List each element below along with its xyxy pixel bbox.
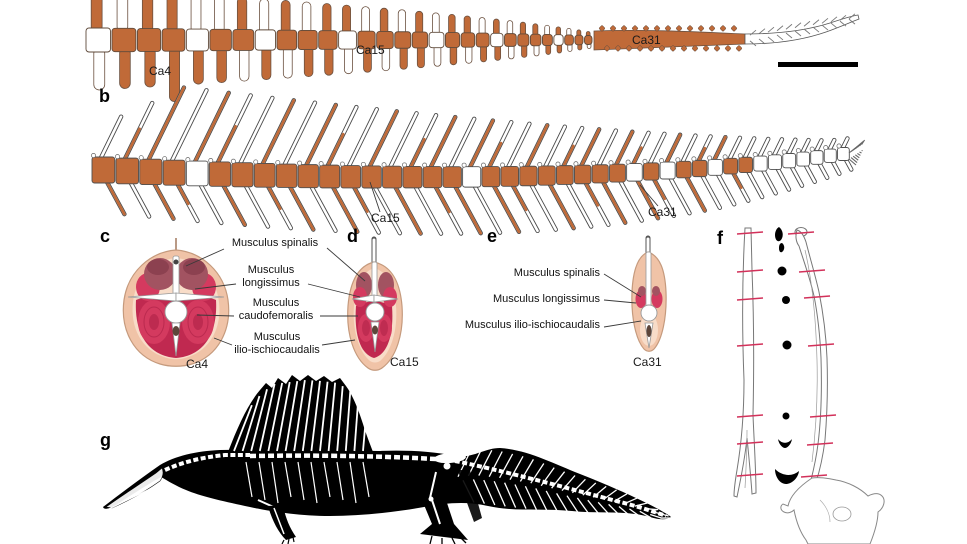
spinosaurus-silhouette-illustration bbox=[103, 375, 672, 544]
tail-lateral-view-illustration bbox=[91, 85, 866, 236]
muscle-label-ilio-ischiocaudalis: Musculus ilio-ischiocaudalis bbox=[234, 331, 320, 356]
spine-and-chevron-sections-illustration bbox=[733, 227, 885, 544]
muscle-label-longissimus: Musculus longissimus bbox=[242, 264, 300, 289]
panel-a-label-ca15: Ca15 bbox=[356, 43, 385, 57]
panel-a-label-ca31: Ca31 bbox=[632, 33, 661, 47]
leader-lines bbox=[185, 181, 659, 346]
panel-letter-g: g bbox=[100, 430, 111, 450]
panel-e-caption: Ca31 bbox=[633, 355, 662, 369]
spine-cross-section-dots bbox=[775, 227, 799, 484]
cross-section-ca31-illustration bbox=[631, 235, 667, 352]
panel-letter-e: e bbox=[487, 226, 498, 246]
panel-e-label-longissimus: Musculus longissimus bbox=[493, 293, 600, 305]
panel-c-caption: Ca4 bbox=[186, 357, 209, 371]
panel-d-caption: Ca15 bbox=[390, 355, 419, 369]
cross-section-ca4-illustration bbox=[122, 238, 230, 367]
panel-a-label-ca4: Ca4 bbox=[149, 64, 172, 78]
panel-letter-d: d bbox=[347, 226, 358, 246]
panel-letter-b: b bbox=[99, 86, 110, 106]
panel-b-label-ca15: Ca15 bbox=[371, 211, 400, 225]
muscle-label-caudofemoralis: Musculus caudofemoralis bbox=[238, 297, 314, 322]
panel-e-label-ilio-ischiocaudalis: Musculus ilio-ischiocaudalis bbox=[464, 319, 600, 331]
scale-bar bbox=[778, 62, 858, 67]
panel-b-label-ca31: Ca31 bbox=[648, 205, 677, 219]
panel-e-label-spinalis: Musculus spinalis bbox=[513, 267, 600, 279]
panel-letter-c: c bbox=[100, 226, 111, 246]
muscle-label-spinalis: Musculus spinalis bbox=[231, 237, 319, 249]
panel-letter-f: f bbox=[717, 228, 723, 248]
tail-dorsal-view-illustration bbox=[85, 0, 860, 102]
section-level-ticks bbox=[736, 231, 837, 478]
cross-section-ca15-illustration bbox=[347, 236, 403, 371]
